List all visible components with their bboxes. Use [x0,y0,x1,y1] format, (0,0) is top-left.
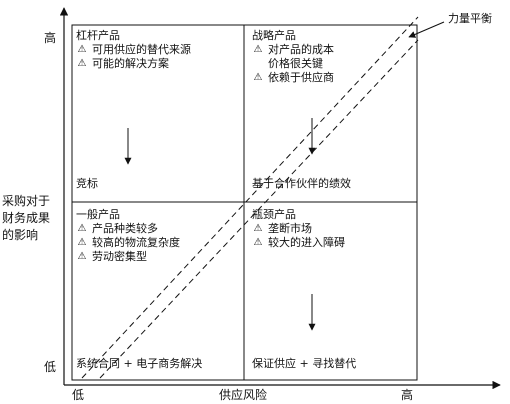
x-axis-low-label: 低 [72,388,85,402]
warning-triangle-icon: ⚠ [77,44,87,55]
warning-triangle-icon: ⚠ [253,44,263,55]
quadrant-bottom-right-strategy: 保证供应 + 寻找替代 [252,357,357,370]
list-item: ⚠ 可能的解决方案 [76,57,191,71]
quadrant-title: 瓶颈产品 [252,208,296,221]
quadrant-title: 杠杆产品 [76,29,120,42]
list-item: ⚠ 依赖于供应商 [252,71,334,85]
list-item: ⚠ 产品种类较多 [76,222,180,236]
y-axis-low-label: 低 [44,360,57,374]
y-axis-title-line: 的影响 [2,228,39,242]
list-item-text: 可用供应的替代来源 [92,43,191,56]
list-item-text: 可能的解决方案 [92,57,169,70]
list-item-text: 垄断市场 [268,222,312,235]
x-axis-title: 供应风险 [219,388,268,402]
list-item-text: 劳动密集型 [92,250,147,263]
warning-triangle-icon: ⚠ [77,58,87,69]
balance-dashed-line-upper [81,16,419,379]
list-item-text: 对产品的成本 [268,43,334,56]
list-item: ⚠ 垄断市场 [252,222,345,236]
quadrant-bottom-right: 瓶颈产品 ⚠ 垄断市场 ⚠ 较大的进入障碍 [252,208,345,250]
quadrant-bottom-left-strategy: 系统合同 + 电子商务解决 [76,357,203,370]
list-item-text: 较高的物流复杂度 [92,236,180,249]
list-item: ⚠ 较大的进入障碍 [252,236,345,250]
y-axis-title: 采购对于 财务成果 的影响 [2,193,50,244]
list-item: ⚠ 较高的物流复杂度 [76,236,180,250]
y-axis-high-label: 高 [44,31,57,45]
list-item-continuation: 价格很关键 [268,57,323,70]
list-item: ⚠ 劳动密集型 [76,250,180,264]
quadrant-title: 战略产品 [252,29,296,42]
balance-label: 力量平衡 [448,12,492,25]
warning-triangle-icon: ⚠ [77,223,87,234]
quadrant-top-left: 杠杆产品 ⚠ 可用供应的替代来源 ⚠ 可能的解决方案 [76,29,191,71]
quadrant-top-right: 战略产品 ⚠ 对产品的成本 价格很关键 ⚠ 依赖于供应商 [252,29,334,85]
quadrant-top-right-strategy: 基于合作伙伴的绩效 [252,177,351,190]
y-axis-title-line: 采购对于 [2,194,51,208]
balance-dashed-line-lower [99,39,419,379]
x-axis-high-label: 高 [401,388,414,402]
quadrant-bottom-left: 一般产品 ⚠ 产品种类较多 ⚠ 较高的物流复杂度 ⚠ 劳动密集型 [76,208,180,264]
balance-pointer-arrow [408,21,445,38]
list-item: ⚠ 可用供应的替代来源 [76,43,191,57]
y-axis-title-line: 财务成果 [2,211,51,225]
warning-triangle-icon: ⚠ [77,251,87,262]
list-item: ⚠ 对产品的成本 [252,43,334,57]
warning-triangle-icon: ⚠ [253,223,263,234]
list-item-text: 较大的进入障碍 [268,236,345,249]
warning-triangle-icon: ⚠ [77,237,87,248]
list-item-text: 产品种类较多 [92,222,158,235]
warning-triangle-icon: ⚠ [253,237,263,248]
quadrant-title: 一般产品 [76,208,120,221]
quadrant-top-left-strategy: 竞标 [76,177,98,190]
list-item-text: 依赖于供应商 [268,71,334,84]
warning-triangle-icon: ⚠ [253,72,263,83]
